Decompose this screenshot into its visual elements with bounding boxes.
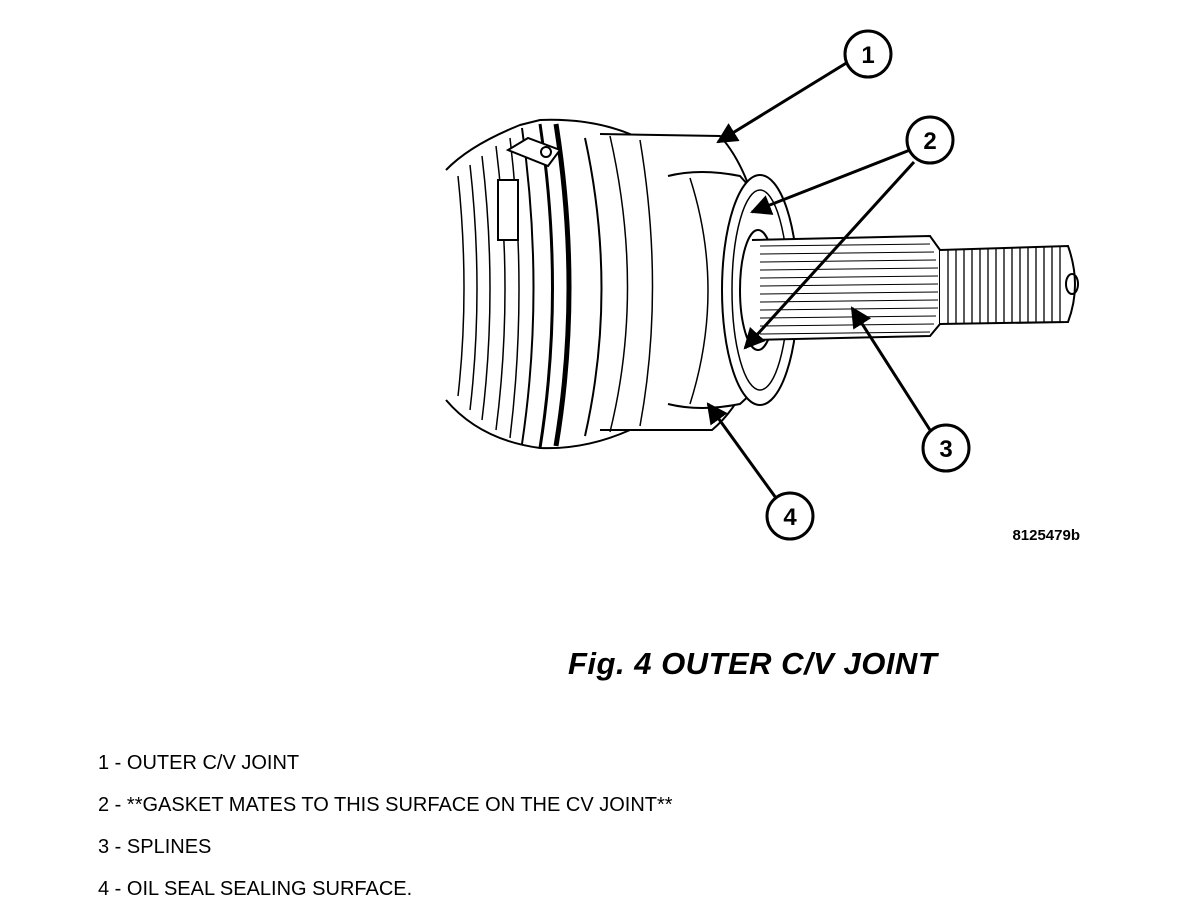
legend-item: 2 - **GASKET MATES TO THIS SURFACE ON TH… bbox=[98, 784, 673, 826]
legend-number: 3 bbox=[98, 836, 110, 858]
figure-caption: Fig. 4 OUTER C/V JOINT bbox=[568, 646, 938, 681]
legend-separator: - bbox=[109, 836, 127, 858]
legend-number: 4 bbox=[98, 878, 110, 900]
svg-text:2: 2 bbox=[923, 128, 936, 155]
callout-2: 2 bbox=[743, 115, 955, 350]
legend-separator: - bbox=[109, 752, 127, 774]
figure-id-code: 8125479b bbox=[1012, 527, 1080, 544]
splined-stub-shaft bbox=[751, 234, 1079, 341]
callout-1: 1 bbox=[716, 29, 893, 144]
legend-item: 4 - OIL SEAL SEALING SURFACE. bbox=[98, 868, 673, 910]
boot-body bbox=[445, 118, 631, 450]
legend-number: 1 bbox=[98, 752, 110, 774]
legend-list: 1 - OUTER C/V JOINT 2 - **GASKET MATES T… bbox=[98, 742, 673, 910]
legend-separator: - bbox=[109, 878, 127, 900]
legend-item: 1 - OUTER C/V JOINT bbox=[98, 742, 673, 784]
legend-item: 3 - SPLINES bbox=[98, 826, 673, 868]
legend-text: OIL SEAL SEALING SURFACE. bbox=[126, 878, 413, 900]
svg-text:1: 1 bbox=[861, 42, 874, 69]
callout-3: 3 bbox=[850, 306, 971, 473]
legend-separator: - bbox=[109, 794, 127, 816]
callout-4: 4 bbox=[706, 402, 815, 541]
legend-number: 2 bbox=[98, 794, 110, 816]
cv-joint-illustration: 1 2 3 4 8125479b bbox=[445, 29, 1080, 544]
svg-text:3: 3 bbox=[939, 436, 952, 463]
svg-text:4: 4 bbox=[783, 504, 797, 531]
legend-text: **GASKET MATES TO THIS SURFACE ON THE CV… bbox=[126, 794, 673, 816]
legend-text: OUTER C/V JOINT bbox=[126, 752, 300, 774]
legend-text: SPLINES bbox=[126, 836, 212, 858]
